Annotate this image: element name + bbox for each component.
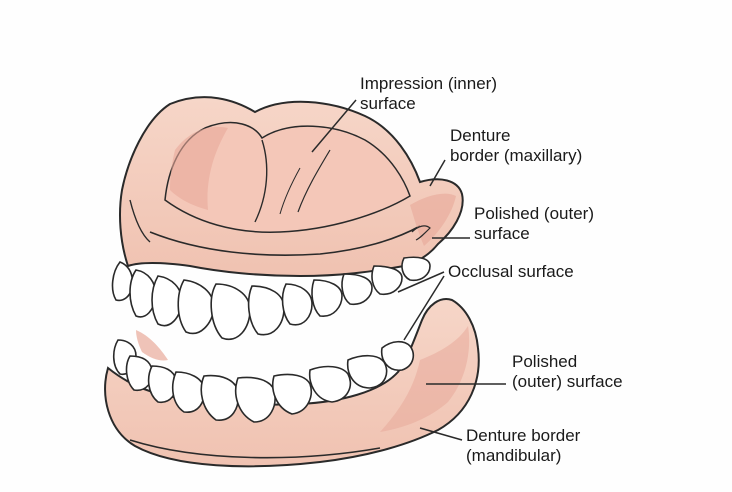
label-polished-lower-line1: Polished [512, 352, 578, 371]
label-denture-border-maxillary: Denture border (maxillary) [450, 126, 582, 166]
impression-surface [164, 121, 411, 233]
upper-tooth [311, 279, 343, 317]
leader-impression [311, 99, 357, 153]
leader-occlusal-a [397, 271, 445, 293]
upper-tooth [111, 261, 134, 302]
upper-tooth [401, 256, 431, 282]
flange-curl [411, 225, 431, 241]
rugae-line [254, 139, 268, 223]
lower-tooth [272, 373, 312, 415]
upper-tooth [341, 273, 373, 306]
lower-teeth [112, 339, 415, 423]
label-polished-upper-line2: surface [474, 224, 530, 243]
lower-tooth [200, 374, 240, 421]
rim-edge [129, 199, 151, 243]
lower-tooth [308, 365, 352, 403]
mandibular-border-line [129, 439, 381, 459]
label-border-maxillary-line1: Denture [450, 126, 511, 145]
upper-tooth [151, 275, 183, 327]
leader-border-mandibular [419, 427, 463, 441]
label-impression-surface: Impression (inner) surface [360, 74, 497, 114]
mandibular-shading [380, 326, 470, 432]
label-border-maxillary-line2: border (maxillary) [450, 146, 583, 165]
upper-tooth [129, 269, 157, 318]
lower-tooth [380, 340, 415, 371]
label-occlusal-surface: Occlusal surface [448, 262, 574, 282]
upper-teeth [111, 256, 431, 341]
upper-tooth [210, 283, 251, 341]
upper-tooth [281, 283, 313, 326]
upper-tooth [247, 285, 285, 336]
lower-tooth [234, 376, 276, 423]
label-impression-line2: surface [360, 94, 416, 113]
label-occlusal-line1: Occlusal surface [448, 262, 574, 281]
label-polished-lower-line2: (outer) surface [512, 372, 623, 391]
label-polished-outer-surface-upper: Polished (outer) surface [474, 204, 594, 244]
label-impression-line1: Impression (inner) [360, 74, 497, 93]
maxillary-flange-shading [410, 193, 456, 246]
rugae-line [279, 167, 301, 215]
lower-tooth [171, 371, 206, 413]
lower-tooth [147, 365, 178, 404]
leader-lines [311, 99, 506, 441]
inter-arch-shadow [136, 330, 168, 361]
label-border-mandibular-line1: Denture border [466, 426, 581, 445]
maxillary-border-rim [149, 225, 421, 256]
label-polished-outer-surface-lower: Polished (outer) surface [512, 352, 623, 392]
upper-tooth [371, 265, 403, 296]
leader-occlusal-b [403, 275, 445, 341]
rugae-line [297, 149, 331, 213]
leader-border-maxillary [429, 159, 446, 187]
label-polished-upper-line1: Polished (outer) [474, 204, 595, 223]
palate-shading [170, 126, 228, 210]
upper-tooth [177, 279, 215, 335]
label-denture-border-mandibular: Denture border (mandibular) [466, 426, 580, 466]
label-border-mandibular-line2: (mandibular) [466, 446, 562, 465]
lower-tooth [346, 354, 388, 389]
